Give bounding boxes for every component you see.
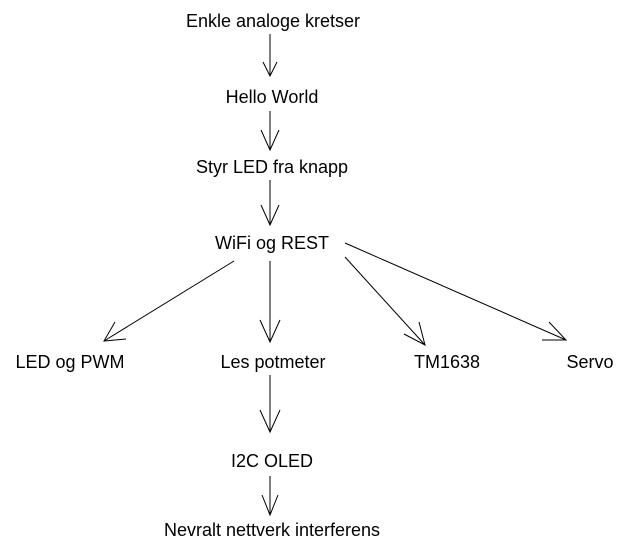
edge-oled-to-nevralt [261,476,279,517]
node-i2c-oled: I2C OLED [231,451,313,471]
node-enkle-analoge-kretser: Enkle analoge kretser [186,11,360,31]
node-wifi-og-rest: WiFi og REST [215,233,329,253]
edge-potmeter-to-oled [259,375,281,434]
node-hello-world: Hello World [226,87,319,107]
edge-wifi-to-led-pwm [103,260,235,342]
node-styr-led-fra-knapp: Styr LED fra knapp [196,157,348,177]
edge-styr-to-wifi [260,180,280,227]
edge-enkle-to-hello [262,34,278,78]
node-led-og-pwm: LED og PWM [15,352,124,372]
edge-hello-to-styr [260,111,280,152]
nodes: Enkle analoge kretser Hello World Styr L… [15,11,613,540]
node-tm1638: TM1638 [414,352,480,372]
node-nevralt-nettverk-interferens: Nevralt nettverk interferens [164,520,380,540]
edge-wifi-to-servo [344,242,568,341]
node-servo: Servo [566,352,613,372]
edge-wifi-to-tm1638 [344,256,426,346]
edge-wifi-to-potmeter [259,261,281,344]
node-les-potmeter: Les potmeter [220,352,325,372]
edges [103,34,568,517]
